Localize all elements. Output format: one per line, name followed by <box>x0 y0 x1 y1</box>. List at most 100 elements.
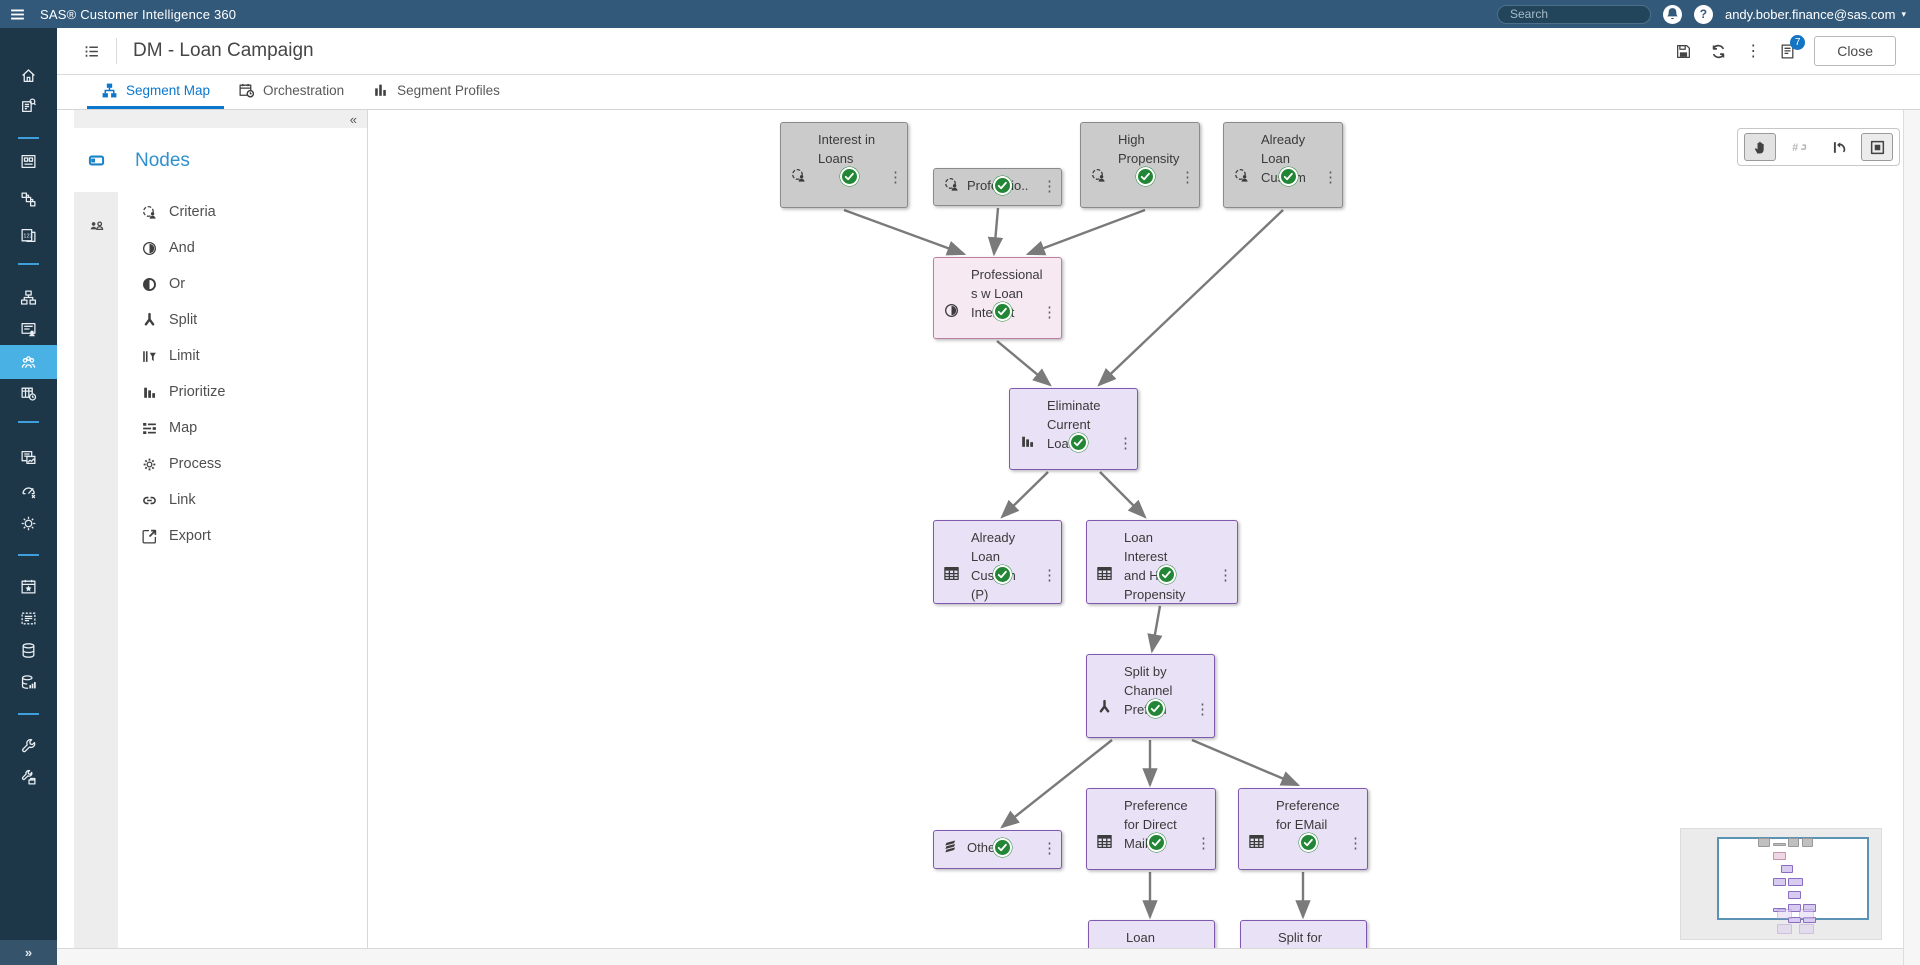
panel-mode-nodes-panel[interactable] <box>74 128 118 192</box>
node-menu-kebab-icon[interactable]: ⋮ <box>1118 435 1133 452</box>
pages-123-icon: 123 <box>20 227 37 244</box>
save-icon[interactable] <box>1675 43 1692 60</box>
edge-eliminate-current-to-loan-interest-hi <box>1099 471 1147 519</box>
edge-split-by-channel-to-pref-email <box>1191 738 1301 787</box>
fit-view-button[interactable] <box>1861 133 1893 161</box>
minimap[interactable] <box>1680 828 1882 940</box>
node-menu-kebab-icon[interactable]: ⋮ <box>1042 567 1057 584</box>
sidebar-item-assets[interactable] <box>0 441 57 473</box>
diagram-node-professio-top[interactable]: Professio..⋮ <box>933 168 1062 206</box>
vertical-scrollbar[interactable] <box>1903 110 1920 965</box>
node-type-map[interactable]: Map <box>118 410 367 446</box>
undo-icon <box>1830 139 1847 156</box>
node-type-prioritize[interactable]: Prioritize <box>118 374 367 410</box>
node-menu-kebab-icon[interactable]: ⋮ <box>1218 567 1233 584</box>
minimap-node <box>1788 877 1804 886</box>
sidebar-item-data-reports[interactable] <box>0 666 57 698</box>
segment-map-icon <box>20 289 37 306</box>
node-type-link[interactable]: Link <box>118 482 367 518</box>
minimap-node <box>1803 904 1816 913</box>
node-menu-kebab-icon[interactable]: ⋮ <box>1323 169 1338 186</box>
global-search[interactable] <box>1496 4 1681 24</box>
sidebar-item-segments[interactable] <box>0 345 57 379</box>
horizontal-scrollbar[interactable] <box>57 948 1903 965</box>
node-menu-kebab-icon[interactable]: ⋮ <box>1042 840 1057 857</box>
tab-segment-map[interactable]: Segment Map <box>87 75 225 109</box>
collapse-panel-button[interactable]: « <box>74 110 367 128</box>
outline-list-icon[interactable] <box>83 43 100 60</box>
node-menu-kebab-icon[interactable]: ⋮ <box>1042 304 1057 321</box>
search-input[interactable] <box>1509 7 1665 21</box>
diagram-node-loan-cut[interactable]: Loan <box>1088 920 1215 948</box>
expand-rail-button[interactable]: » <box>0 940 57 965</box>
sidebar-item-task-list[interactable] <box>0 313 57 345</box>
sidebar-item-dashboard[interactable] <box>0 145 57 177</box>
sidebar-item-segment-map[interactable] <box>0 281 57 313</box>
node-title: Other <box>967 840 1000 855</box>
export-icon <box>141 528 158 545</box>
dashboard-icon <box>20 153 37 170</box>
split-icon <box>1096 699 1114 716</box>
node-title: Loan <box>1126 930 1155 945</box>
node-menu-kebab-icon[interactable]: ⋮ <box>1042 178 1057 195</box>
sidebar-item-home[interactable] <box>0 59 57 91</box>
user-menu[interactable]: andy.bober.finance@sas.com ▾ <box>1725 7 1906 22</box>
data-reports-icon <box>20 674 37 691</box>
close-button[interactable]: Close <box>1814 36 1896 66</box>
sidebar-item-calendar-events[interactable] <box>0 570 57 602</box>
node-type-export[interactable]: Export <box>118 518 367 554</box>
node-menu-kebab-icon[interactable]: ⋮ <box>1196 835 1211 852</box>
pan-hand-button[interactable] <box>1744 133 1776 161</box>
more-options-kebab-icon[interactable]: ⋮ <box>1745 43 1762 60</box>
sidebar-item-admin-tools[interactable] <box>0 761 57 793</box>
node-type-process[interactable]: Process <box>118 446 367 482</box>
diagram-node-split-by-channel[interactable]: Split byChannelPrefern⋮ <box>1086 654 1215 738</box>
node-type-or[interactable]: Or <box>118 266 367 302</box>
sidebar-item-pages-123[interactable]: 123 <box>0 219 57 251</box>
sidebar-item-list-frame[interactable] <box>0 602 57 634</box>
node-type-criteria[interactable]: Criteria <box>118 194 367 230</box>
sidebar-item-data-flow[interactable] <box>0 183 57 215</box>
notifications-bell-icon[interactable] <box>1662 4 1682 24</box>
sidebar-item-data-table-clock[interactable] <box>0 377 57 409</box>
status-check-icon <box>1069 433 1088 452</box>
node-menu-kebab-icon[interactable]: ⋮ <box>1180 169 1195 186</box>
node-menu-kebab-icon[interactable]: ⋮ <box>1348 835 1363 852</box>
minimap-node <box>1801 838 1814 847</box>
refresh-icon[interactable] <box>1710 43 1727 60</box>
undo-button[interactable] <box>1822 133 1854 161</box>
node-menu-kebab-icon[interactable]: ⋮ <box>888 169 903 186</box>
node-type-split[interactable]: Split <box>118 302 367 338</box>
sidebar-item-gear-burst[interactable] <box>0 507 57 539</box>
node-menu-kebab-icon[interactable]: ⋮ <box>1195 701 1210 718</box>
tab-segment-profiles[interactable]: Segment Profiles <box>358 75 514 109</box>
hamburger-menu-icon[interactable] <box>0 0 34 28</box>
help-icon[interactable]: ? <box>1693 4 1713 24</box>
limit-icon <box>141 348 158 365</box>
tab-label: Segment Profiles <box>397 83 500 98</box>
node-type-limit[interactable]: Limit <box>118 338 367 374</box>
sidebar-item-delivery-gauge[interactable] <box>0 475 57 507</box>
sidebar-item-audience-planner[interactable] <box>0 89 57 121</box>
tab-orchestration[interactable]: Orchestration <box>224 75 358 109</box>
sidebar-item-tools[interactable] <box>0 730 57 762</box>
diagram-node-other[interactable]: Other ⋮ <box>933 830 1062 869</box>
panel-mode-audiences[interactable] <box>74 192 118 262</box>
notes-doc-icon[interactable]: 7 <box>1779 34 1806 60</box>
diagram-node-already-loan-top[interactable]: AlreadyLoanCustom⋮ <box>1223 122 1343 208</box>
diagram-node-already-loan-p[interactable]: AlreadyLoanCustom(P)⋮ <box>933 520 1062 604</box>
minimap-node <box>1788 904 1801 913</box>
node-type-and[interactable]: And <box>118 230 367 266</box>
sidebar-item-data-library[interactable] <box>0 634 57 666</box>
diagram-node-split-for-cut[interactable]: Split for <box>1240 920 1367 948</box>
edge-loan-interest-hi-to-split-by-channel <box>1147 605 1163 654</box>
